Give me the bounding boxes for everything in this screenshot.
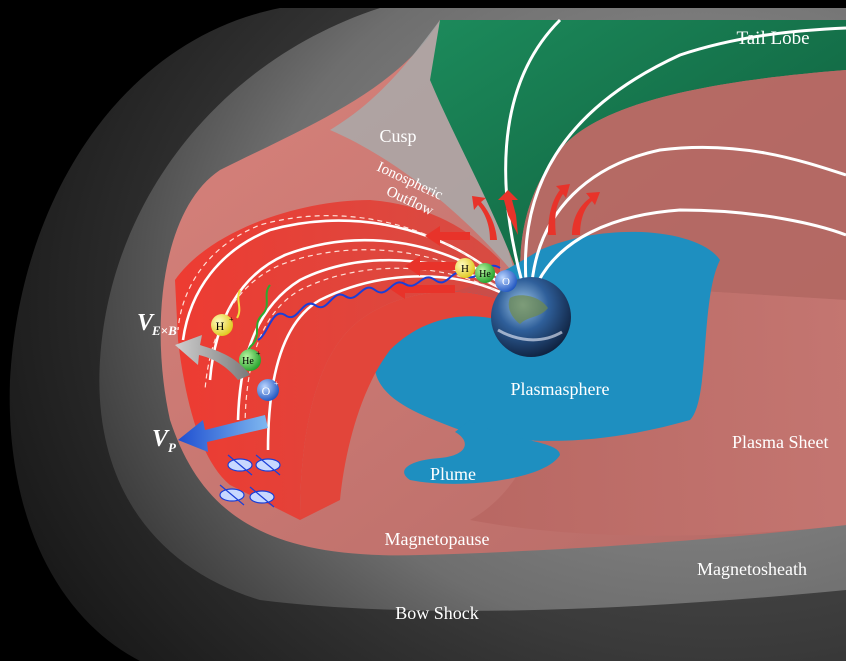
label-magnetosheath: Magnetosheath <box>697 559 807 579</box>
ion-h-near-earth: H <box>455 258 475 278</box>
satellite-group <box>219 454 281 508</box>
yellow-wave <box>236 289 241 319</box>
ionospheric-outflow-sheet <box>175 200 500 520</box>
tail-lobe-region <box>430 20 846 280</box>
earth-clouds <box>497 328 563 342</box>
ion-he-charge-2: + <box>256 349 261 358</box>
cusp-region <box>330 20 515 275</box>
ion-h-outflow: H + <box>211 314 234 336</box>
ion-h-label-2: H <box>216 319 225 333</box>
plume-region <box>404 420 560 484</box>
blue-wave <box>257 264 501 341</box>
outflow-flow-arrows <box>390 226 470 299</box>
label-plasmasphere: Plasmasphere <box>511 379 610 399</box>
earth-land <box>508 295 548 324</box>
ion-he-label-1: He <box>479 269 491 280</box>
tail-outflow-arrows <box>472 184 600 240</box>
label-v-p: V P <box>152 426 177 455</box>
v-p-main: V <box>152 426 170 452</box>
outflow-front-face <box>300 291 500 520</box>
v-exb-main: V <box>137 310 155 336</box>
label-plasma-sheet: Plasma Sheet <box>732 432 829 452</box>
label-bow-shock: Bow Shock <box>395 603 479 623</box>
label-magnetopause: Magnetopause <box>385 529 490 549</box>
ion-he-outflow: He + <box>239 349 261 371</box>
v-p-arrow <box>178 415 268 452</box>
ion-o-charge-2: + <box>274 379 279 388</box>
v-exb-arrow <box>175 335 250 380</box>
label-plume: Plume <box>430 464 476 484</box>
label-tail-lobe: Tail Lobe <box>736 28 809 49</box>
ion-h-charge-2: + <box>229 315 234 324</box>
v-p-sub: P <box>168 440 177 455</box>
label-cusp: Cusp <box>379 126 416 146</box>
v-exb-sub: E×B <box>151 323 177 338</box>
label-v-exb: V E×B <box>137 310 177 338</box>
ion-he-label-2: He <box>242 356 254 367</box>
ion-o-near-earth: O <box>495 270 517 292</box>
ion-he-near-earth: He <box>475 263 495 283</box>
ion-o-outflow: O + <box>257 379 279 401</box>
ion-o-label-2: O <box>262 384 271 398</box>
ion-h-label-1: H <box>461 263 469 275</box>
ion-o-label-1: O <box>502 276 510 288</box>
